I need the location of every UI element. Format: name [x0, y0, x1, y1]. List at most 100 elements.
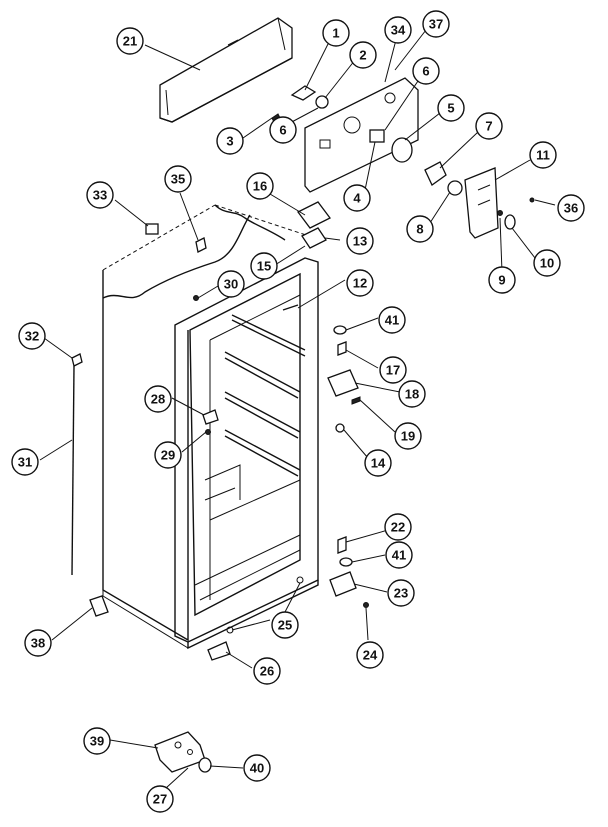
callout-4: 4: [343, 184, 371, 212]
bracket-23-shape: [329, 571, 357, 597]
callout-circle: [322, 19, 350, 47]
callout-label: 21: [123, 34, 137, 49]
callout-label: 17: [386, 363, 400, 378]
callout-label: 19: [401, 429, 415, 444]
part-24-screw: [363, 602, 369, 608]
callout-label: 11: [536, 148, 550, 163]
callout-circle: [379, 356, 407, 384]
callout-label: 4: [353, 191, 361, 206]
callout-39: 39: [83, 727, 111, 755]
cabinet-top-edge: [102, 214, 251, 299]
callout-34: 34: [384, 16, 412, 44]
part-13-hinge: [301, 227, 327, 249]
bracket-28-shape: [202, 409, 219, 425]
callout-circle: [529, 141, 557, 169]
callout-label: 3: [226, 134, 233, 149]
callout-circle: [349, 41, 377, 69]
grille-body: [159, 17, 293, 123]
callout-circle: [398, 380, 426, 408]
callout-circle: [250, 252, 278, 280]
shelf-rail-3: [224, 429, 301, 477]
callout-group: 1234566789101112131415161718192122232425…: [11, 10, 585, 813]
callout-circle: [422, 10, 450, 38]
cabinet-bottom: [187, 580, 319, 650]
callout-circle: [164, 165, 192, 193]
evaporator-area: [204, 464, 241, 501]
callout-circle: [557, 194, 585, 222]
callout-16: 16: [246, 172, 274, 200]
callout-label: 41: [392, 548, 406, 563]
rod-31-shape: [71, 365, 75, 576]
callout-label: 8: [416, 222, 423, 237]
callout-40: 40: [243, 754, 271, 782]
cabinet-left-side: [102, 270, 189, 642]
bracket-1-shape: [290, 85, 317, 101]
roller-40-shape: [198, 757, 212, 773]
callout-1: 1: [322, 19, 350, 47]
callout-circle: [346, 227, 374, 255]
callout-circle: [387, 579, 415, 607]
callout-7: 7: [475, 112, 503, 140]
part-2-thermostat: [315, 95, 329, 109]
part-17-bolt: [337, 341, 347, 356]
part-38-roller: [89, 595, 109, 617]
callout-14: 14: [364, 449, 392, 477]
callout-6b: 6: [412, 57, 440, 85]
part-33-plug: [145, 223, 159, 235]
dial-8-shape: [447, 180, 463, 196]
callout-circle: [144, 385, 172, 413]
part-29-screw: [205, 429, 211, 435]
callout-label: 40: [250, 761, 264, 776]
callout-circle: [378, 306, 406, 334]
callout-13: 13: [346, 227, 374, 255]
hinge-39-shape: [154, 731, 206, 773]
light-socket-5-shape: [391, 137, 413, 163]
thermostat-2-shape: [315, 95, 329, 109]
callout-label: 41: [385, 313, 399, 328]
callout-8: 8: [406, 215, 434, 243]
callout-circle: [437, 94, 465, 122]
screw-36-shape: [529, 197, 535, 203]
nut-14-shape: [335, 423, 345, 433]
callout-circle: [271, 611, 299, 639]
callout-circle: [24, 629, 52, 657]
part-39-hinge-assembly: [154, 731, 206, 773]
callout-label: 23: [394, 586, 408, 601]
cabinet-liner-floor: [194, 534, 301, 601]
callout-23: 23: [387, 579, 415, 607]
callout-29: 29: [154, 441, 182, 469]
callout-label: 6: [279, 123, 286, 138]
part-11-light-shield: [464, 167, 499, 239]
callout-41a: 41: [378, 306, 406, 334]
callout-circle: [364, 449, 392, 477]
callout-label: 30: [224, 277, 238, 292]
callout-label: 32: [25, 329, 39, 344]
callout-circle: [384, 513, 412, 541]
callout-label: 37: [429, 17, 443, 32]
callout-33: 33: [86, 181, 114, 209]
callout-label: 22: [391, 520, 405, 535]
part-10-bulb: [504, 214, 516, 230]
callout-28: 28: [144, 385, 172, 413]
part-18-bracket: [327, 369, 359, 397]
callout-35: 35: [164, 165, 192, 193]
callout-label: 25: [278, 618, 292, 633]
callout-21: 21: [116, 27, 144, 55]
cabinet-liner: [209, 294, 301, 600]
callout-circle: [116, 27, 144, 55]
part-22-bolt: [337, 536, 347, 554]
callout-30: 30: [217, 270, 245, 298]
callout-circle: [356, 641, 384, 669]
callout-circle: [216, 127, 244, 155]
part-1-bracket: [290, 85, 317, 101]
callout-6a: 6: [269, 116, 297, 144]
control-panel-slot: [319, 139, 331, 149]
part-14-nut: [335, 423, 345, 433]
callout-label: 39: [90, 734, 104, 749]
callout-circle: [406, 215, 434, 243]
washer-41-lower-shape: [339, 557, 353, 567]
clip-35-shape: [195, 237, 207, 253]
callout-26: 26: [253, 657, 281, 685]
roller-38-shape: [89, 595, 109, 617]
